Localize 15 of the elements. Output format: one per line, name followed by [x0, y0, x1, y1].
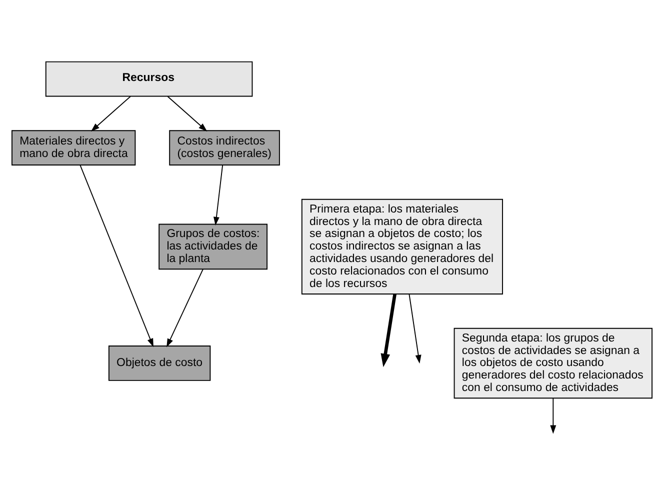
node-box: Primera etapa: los materiales directos y la mano de obra directa se asignan a objetos de costo; los costos indirectos se asignan a las actividades usando generadores del costo relacionados con el consumo de los recursos: [301, 198, 503, 294]
node-box: Recursos: [45, 60, 253, 96]
arrow: [408, 293, 422, 364]
arrow: [380, 294, 396, 367]
arrow: [167, 96, 208, 131]
arrow: [550, 397, 556, 434]
node-box: Objetos de costo: [108, 345, 211, 380]
arrow: [213, 164, 224, 226]
node-box: Costos indirectos (costos generales): [169, 130, 280, 165]
node-box: Segunda etapa: los grupos de costos de actividades se asignan a los objetos de costo usando generadores del costo relacionados con el consumo de actividades: [454, 327, 653, 398]
node-box: Grupos de costos: las actividades de la planta: [158, 223, 268, 270]
node-box: Materiales directos y mano de obra directa: [11, 130, 136, 165]
arrow: [166, 268, 204, 347]
arrow: [80, 164, 154, 347]
arrow: [90, 96, 131, 131]
